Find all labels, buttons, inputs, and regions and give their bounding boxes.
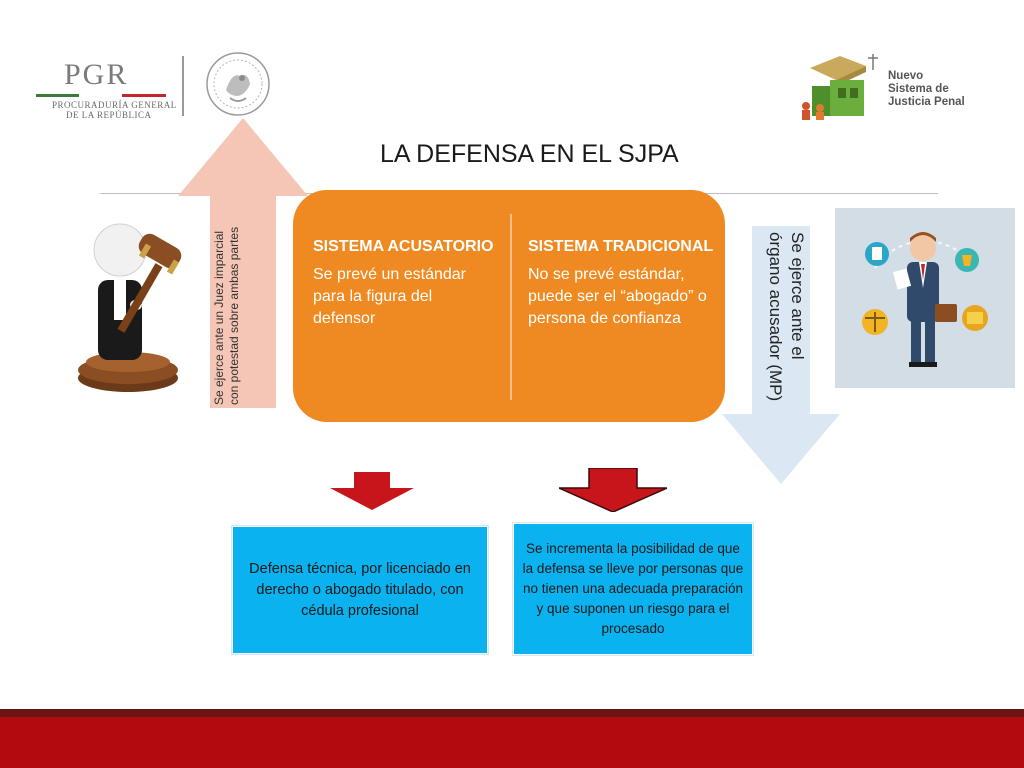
footer-bar-red bbox=[0, 717, 1024, 768]
nsjp-logo bbox=[802, 54, 878, 120]
lawyer-illustration-icon bbox=[862, 232, 988, 367]
right-arrow-line-1: Se ejerce ante el bbox=[788, 232, 807, 360]
lawyer-illustration-panel bbox=[835, 208, 1015, 388]
pgr-subtitle-line2: DE LA REPÚBLICA bbox=[66, 110, 152, 120]
red-down-arrow-icon bbox=[330, 472, 414, 510]
pgr-logo-tricolor-line bbox=[36, 94, 166, 97]
red-down-arrow-icon bbox=[559, 468, 667, 512]
column-tradicional-heading: SISTEMA TRADICIONAL bbox=[528, 238, 714, 255]
nsjp-line-2: Sistema de bbox=[888, 83, 949, 95]
left-arrow-line-1: Se ejerce ante un Juez imparcial bbox=[212, 230, 226, 405]
right-arrow-label: Se ejerce ante el órgano acusador (MP) bbox=[760, 232, 808, 432]
column-tradicional-body: No se prevé estándar, puede ser el “abog… bbox=[528, 266, 707, 327]
page-title: LA DEFENSA EN EL SJPA bbox=[380, 140, 679, 168]
left-arrow-label: Se ejerce ante un Juez imparcial con pot… bbox=[212, 195, 296, 405]
up-arrow-shape bbox=[178, 118, 308, 408]
pgr-subtitle-line1: PROCURADURÍA GENERAL bbox=[52, 100, 177, 110]
result-text-tradicional: Se incrementa la posibilidad de que la d… bbox=[522, 541, 744, 636]
judge-gavel-icon bbox=[78, 223, 182, 392]
column-acusatorio-body: Se prevé un estándar para la figura del … bbox=[313, 266, 466, 327]
column-tradicional: SISTEMA TRADICIONAL No se prevé estándar… bbox=[528, 236, 718, 330]
center-comparison-box: SISTEMA ACUSATORIO Se prevé un estándar … bbox=[293, 190, 725, 422]
nsjp-line-3: Justicia Penal bbox=[888, 96, 965, 108]
down-arrow-shape bbox=[722, 226, 840, 484]
result-text-acusatorio: Defensa técnica, por licenciado en derec… bbox=[249, 560, 471, 619]
left-arrow-line-2: con potestad sobre ambas partes bbox=[227, 226, 241, 405]
pgr-logo-text: PGR bbox=[64, 58, 129, 91]
result-box-tradicional: Se incrementa la posibilidad de que la d… bbox=[513, 523, 753, 655]
mexico-seal-icon bbox=[206, 52, 270, 116]
nsjp-line-1: Nuevo bbox=[888, 70, 924, 82]
footer-bar-dark bbox=[0, 709, 1024, 717]
column-acusatorio: SISTEMA ACUSATORIO Se prevé un estándar … bbox=[313, 236, 495, 330]
nsjp-logo-text: Nuevo Sistema de Justicia Penal bbox=[888, 70, 965, 109]
right-arrow-line-2: órgano acusador (MP) bbox=[766, 232, 785, 402]
column-divider bbox=[510, 214, 512, 400]
header-divider bbox=[182, 56, 184, 116]
result-box-acusatorio: Defensa técnica, por licenciado en derec… bbox=[232, 526, 488, 654]
column-acusatorio-heading: SISTEMA ACUSATORIO bbox=[313, 238, 494, 255]
